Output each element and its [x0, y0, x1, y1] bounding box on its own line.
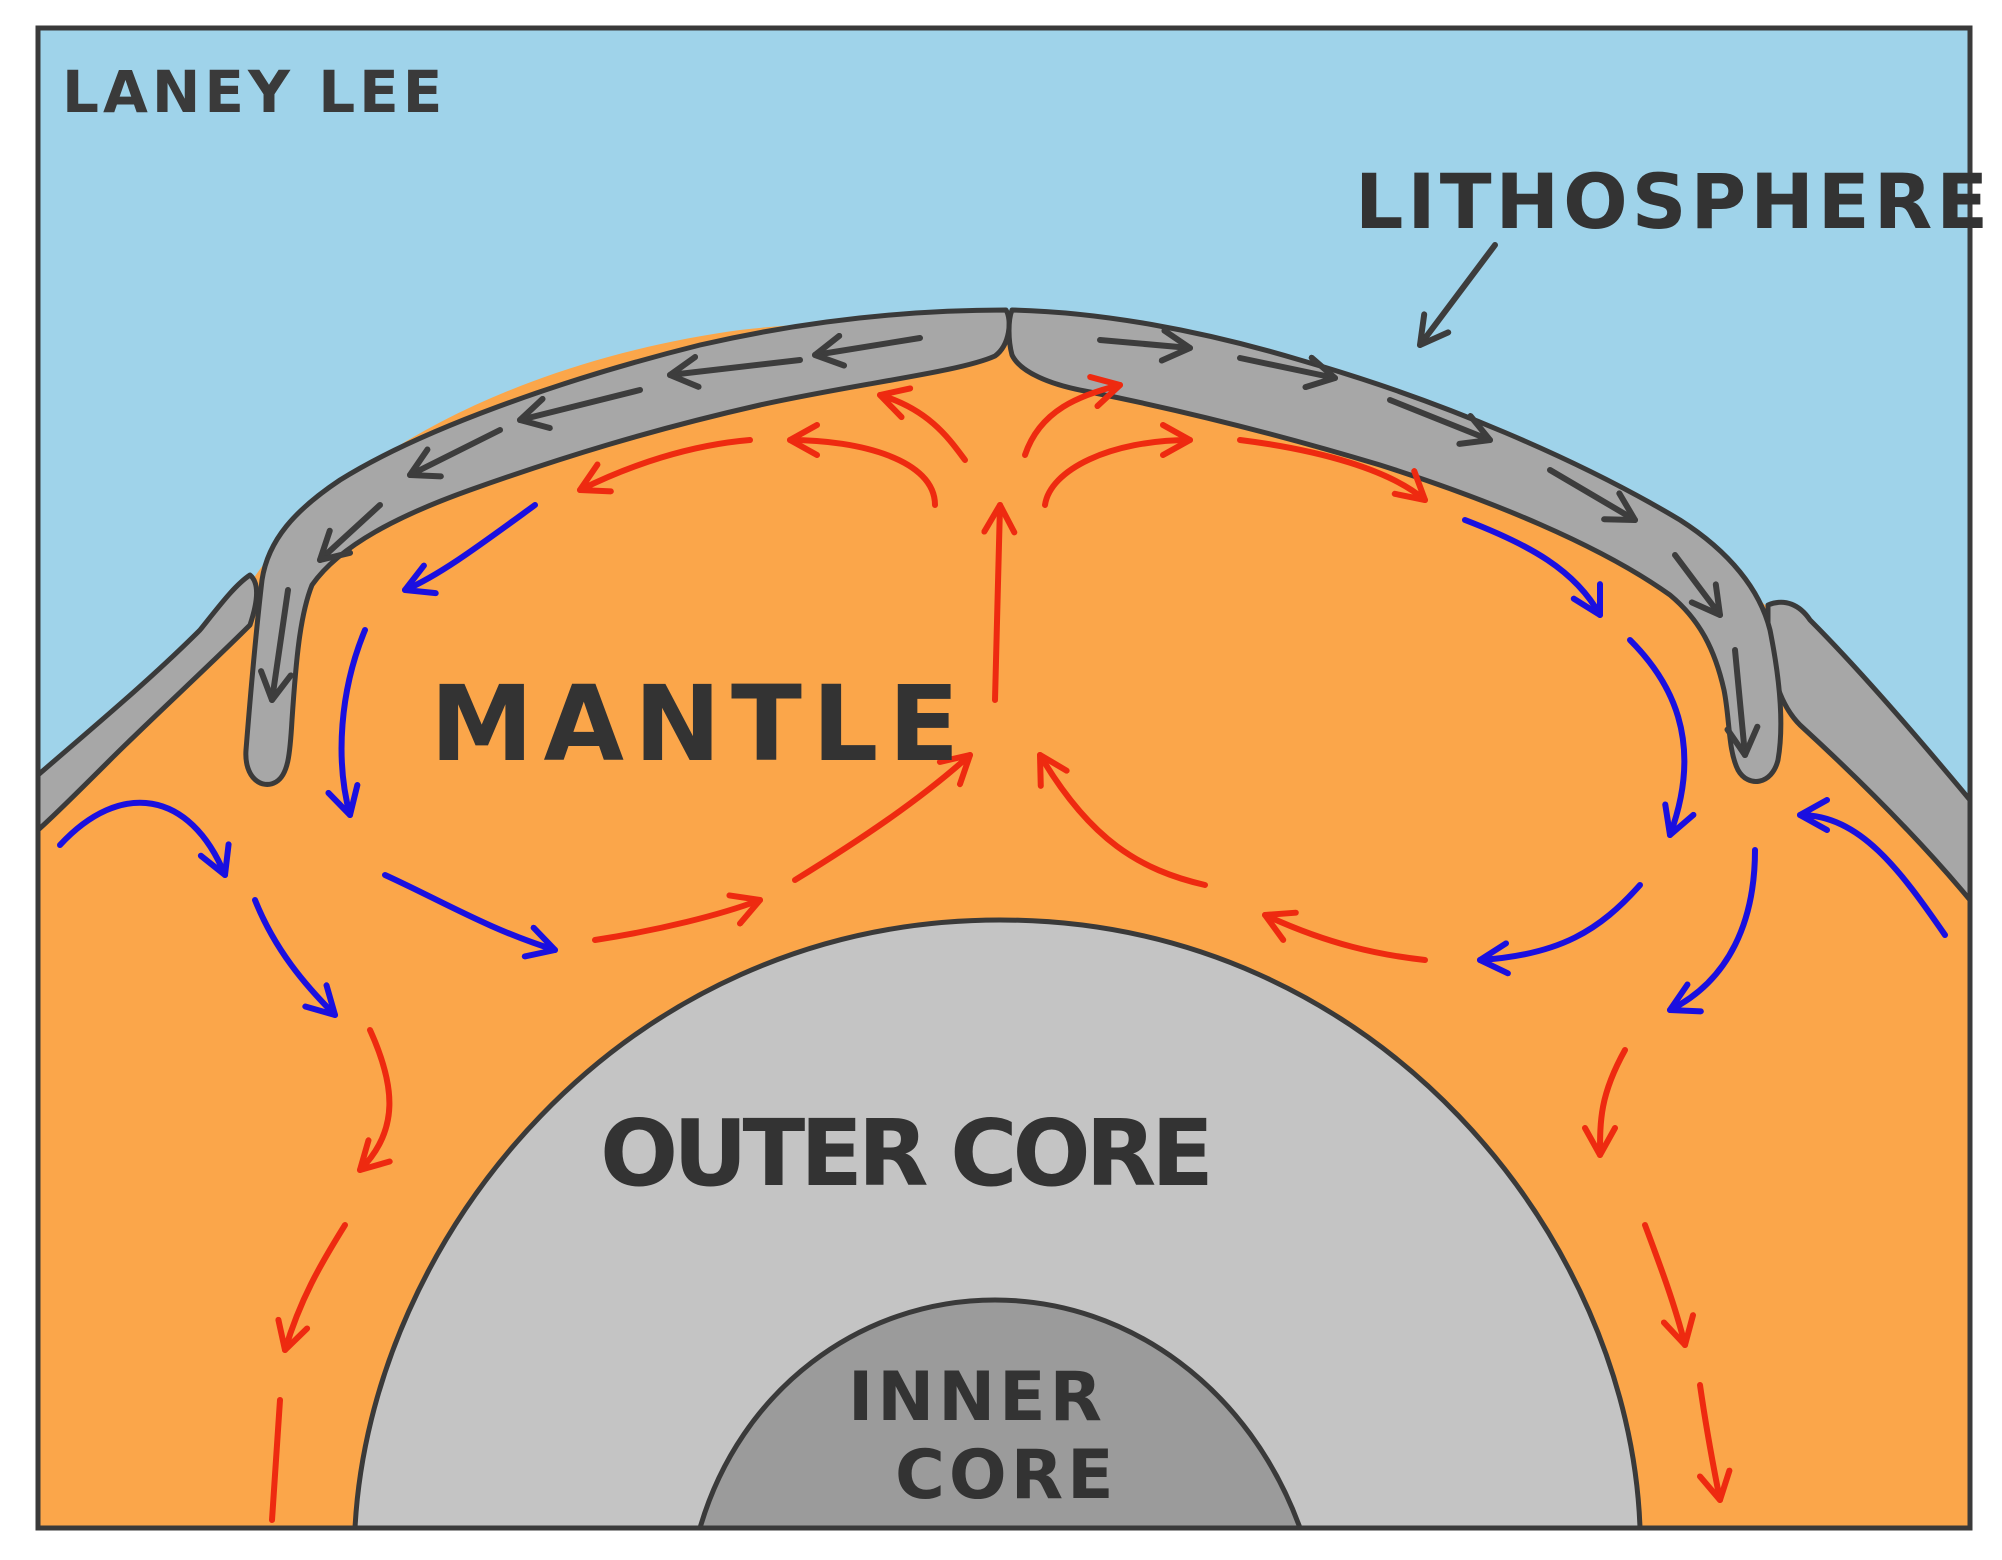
inner-core-label-line1: INNER — [848, 1358, 1106, 1437]
inner-core — [697, 1297, 1303, 1528]
inner-core-label-line2: CORE — [895, 1436, 1118, 1515]
signature: LANEY LEE — [62, 58, 446, 126]
outer-core-label: OUTER CORE — [600, 1100, 1220, 1207]
lithosphere-label: LITHOSPHERE — [1355, 157, 1992, 246]
hot-flow-arrows — [269, 373, 1733, 1523]
left-lithosphere-strip — [38, 572, 260, 833]
outer-core — [352, 917, 1643, 1528]
plate-motion-arrows — [258, 327, 1761, 758]
mantle-label: MANTLE — [430, 663, 969, 785]
lithosphere-pointer-arrow — [1417, 242, 1498, 348]
cool-flow-arrows — [57, 502, 1948, 1018]
left-plate — [243, 307, 1012, 787]
frame-border — [35, 25, 1973, 1531]
